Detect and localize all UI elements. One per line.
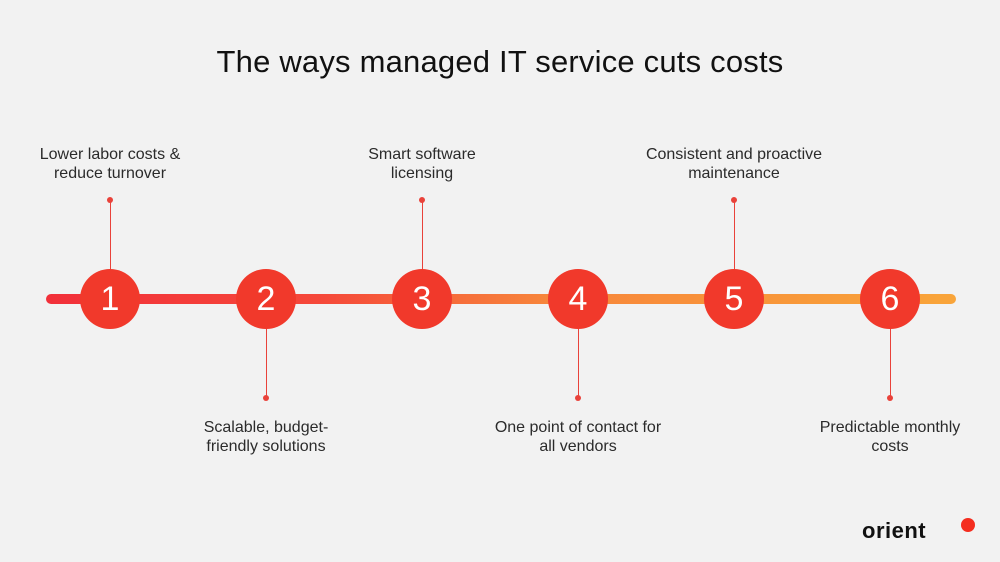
connector-dot-3	[419, 197, 425, 203]
step-label-2: Scalable, budget- friendly solutions	[156, 418, 376, 456]
connector-dot-1	[107, 197, 113, 203]
timeline-line	[46, 294, 956, 304]
step-label-1: Lower labor costs & reduce turnover	[0, 145, 220, 183]
page-title: The ways managed IT service cuts costs	[216, 44, 784, 79]
step-label-3: Smart software licensing	[312, 145, 532, 183]
step-node-3: 3	[392, 269, 452, 329]
step-label-1-line1: Lower labor costs &	[39, 146, 181, 163]
step-node-2: 2	[236, 269, 296, 329]
logo-dot-icon	[961, 518, 975, 532]
connector-dot-6	[887, 395, 893, 401]
step-label-6-line2: costs	[871, 438, 909, 455]
step-node-4: 4	[548, 269, 608, 329]
step-label-5-line2: maintenance	[688, 165, 780, 182]
step-label-2-line1: Scalable, budget-	[203, 419, 329, 436]
connector-2	[266, 328, 267, 398]
step-label-6: Predictable monthly costs	[780, 418, 1000, 456]
step-label-4-line1: One point of contact for	[494, 419, 662, 436]
connector-6	[890, 328, 891, 398]
step-node-1: 1	[80, 269, 140, 329]
connector-3	[422, 200, 423, 270]
step-label-4-line2: all vendors	[539, 438, 617, 455]
step-label-6-line1: Predictable monthly	[819, 419, 961, 436]
step-label-4: One point of contact for all vendors	[468, 418, 688, 456]
connector-4	[578, 328, 579, 398]
connector-5	[734, 200, 735, 270]
connector-dot-2	[263, 395, 269, 401]
step-label-5-line1: Consistent and proactive	[645, 146, 823, 163]
step-node-5: 5	[704, 269, 764, 329]
step-label-5: Consistent and proactive maintenance	[624, 145, 844, 183]
step-label-1-line2: reduce turnover	[53, 165, 167, 182]
connector-1	[110, 200, 111, 270]
step-node-6: 6	[860, 269, 920, 329]
step-label-3-line1: Smart software	[368, 146, 476, 163]
step-label-2-line2: friendly solutions	[206, 438, 326, 455]
orient-logo: orient	[862, 518, 927, 543]
connector-dot-4	[575, 395, 581, 401]
step-label-3-line2: licensing	[390, 165, 454, 182]
connector-dot-5	[731, 197, 737, 203]
